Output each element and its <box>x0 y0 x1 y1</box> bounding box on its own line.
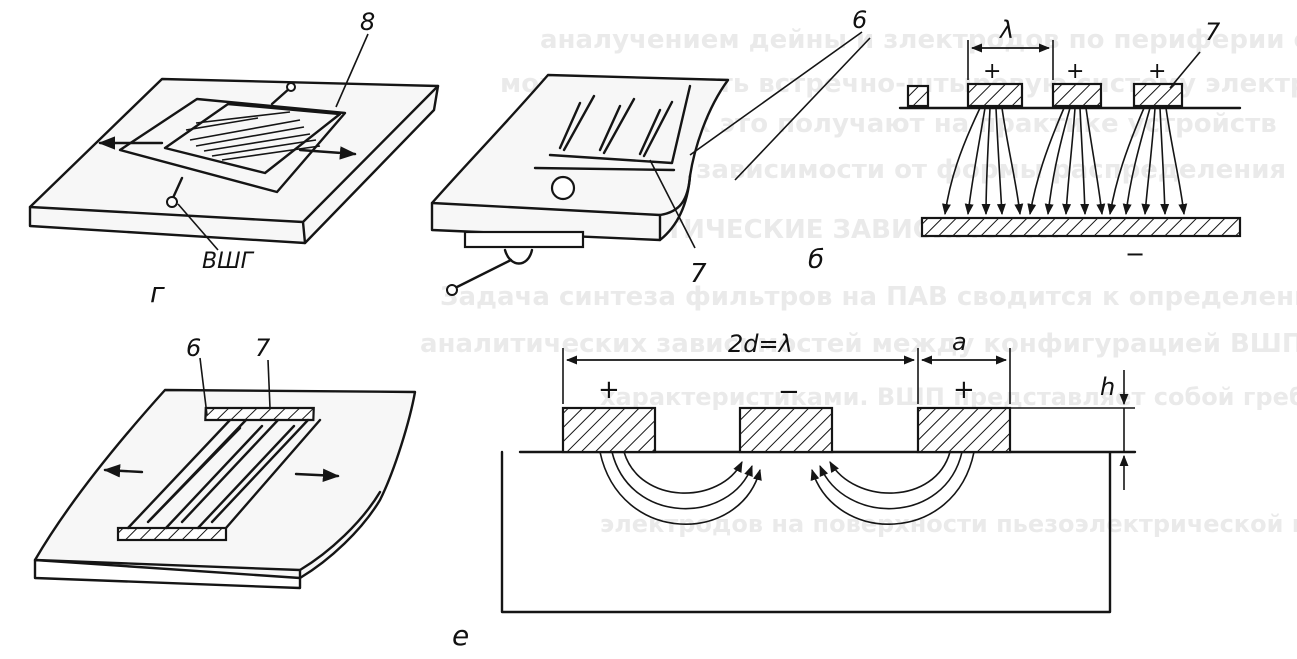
fig-b-ground-electrode <box>920 216 1242 238</box>
fig-g-caption: г <box>150 276 165 309</box>
fig-e-minus: − <box>778 377 800 407</box>
fig-g-label-vshg: ВШГ <box>202 249 255 274</box>
fig-mid-label-6: 6 <box>852 6 867 34</box>
fig-e-h: h <box>1100 373 1115 401</box>
fig-b-electrode-2 <box>1051 82 1103 108</box>
bg-line-1: аналучением дейны и злектродов по перифе… <box>540 25 1297 55</box>
fig-g-label-8: 8 <box>360 8 375 36</box>
fig-e-electrode-plus-2 <box>916 406 1012 454</box>
fig-b-electrode-1 <box>966 82 1024 108</box>
fig-bl-plate <box>33 357 417 590</box>
fig-mid-plate <box>430 31 871 296</box>
fig-b-plus-2: + <box>1066 59 1084 84</box>
fig-e-electrode-minus <box>738 406 834 454</box>
fig-b-lambda: λ <box>998 16 1014 44</box>
fig-b-minus: − <box>1125 240 1145 268</box>
fig-bl-label-6: 6 <box>186 334 201 362</box>
fig-e-caption: е <box>452 619 469 652</box>
bg-line-8: характеристиками. ВШП представляет собой… <box>600 383 1297 411</box>
fig-b-caption: б <box>808 245 824 275</box>
fig-e-plus-2: + <box>953 375 975 405</box>
bg-line-7: аналитических зависимостей между конфигу… <box>420 329 1297 359</box>
fig-b-plus-1: + <box>983 59 1001 84</box>
bg-line-4: ПАВ в зависимости от формы распределения… <box>600 155 1297 185</box>
fig-b-label-7: 7 <box>1205 18 1221 46</box>
fig-g-plate <box>28 33 440 251</box>
fig-e-a: a <box>952 328 967 356</box>
fig-b-plus-3: + <box>1148 59 1166 84</box>
fig-b-electrode-3 <box>1132 82 1184 108</box>
fig-e-section <box>500 348 1137 614</box>
fig-e-electrode-plus-1 <box>561 406 657 454</box>
bg-line-9: электродов на поверхности пьезоэлектриче… <box>600 510 1297 538</box>
fig-e-2d-lambda: 2d=λ <box>728 330 793 358</box>
fig-b-section <box>898 40 1242 238</box>
fig-e-plus-1: + <box>598 375 620 405</box>
bg-line-6: Задача синтеза фильтров на ПАВ сводится … <box>440 282 1297 312</box>
fig-bl-label-7: 7 <box>255 334 271 362</box>
fig-mid-label-7: 7 <box>690 259 707 289</box>
